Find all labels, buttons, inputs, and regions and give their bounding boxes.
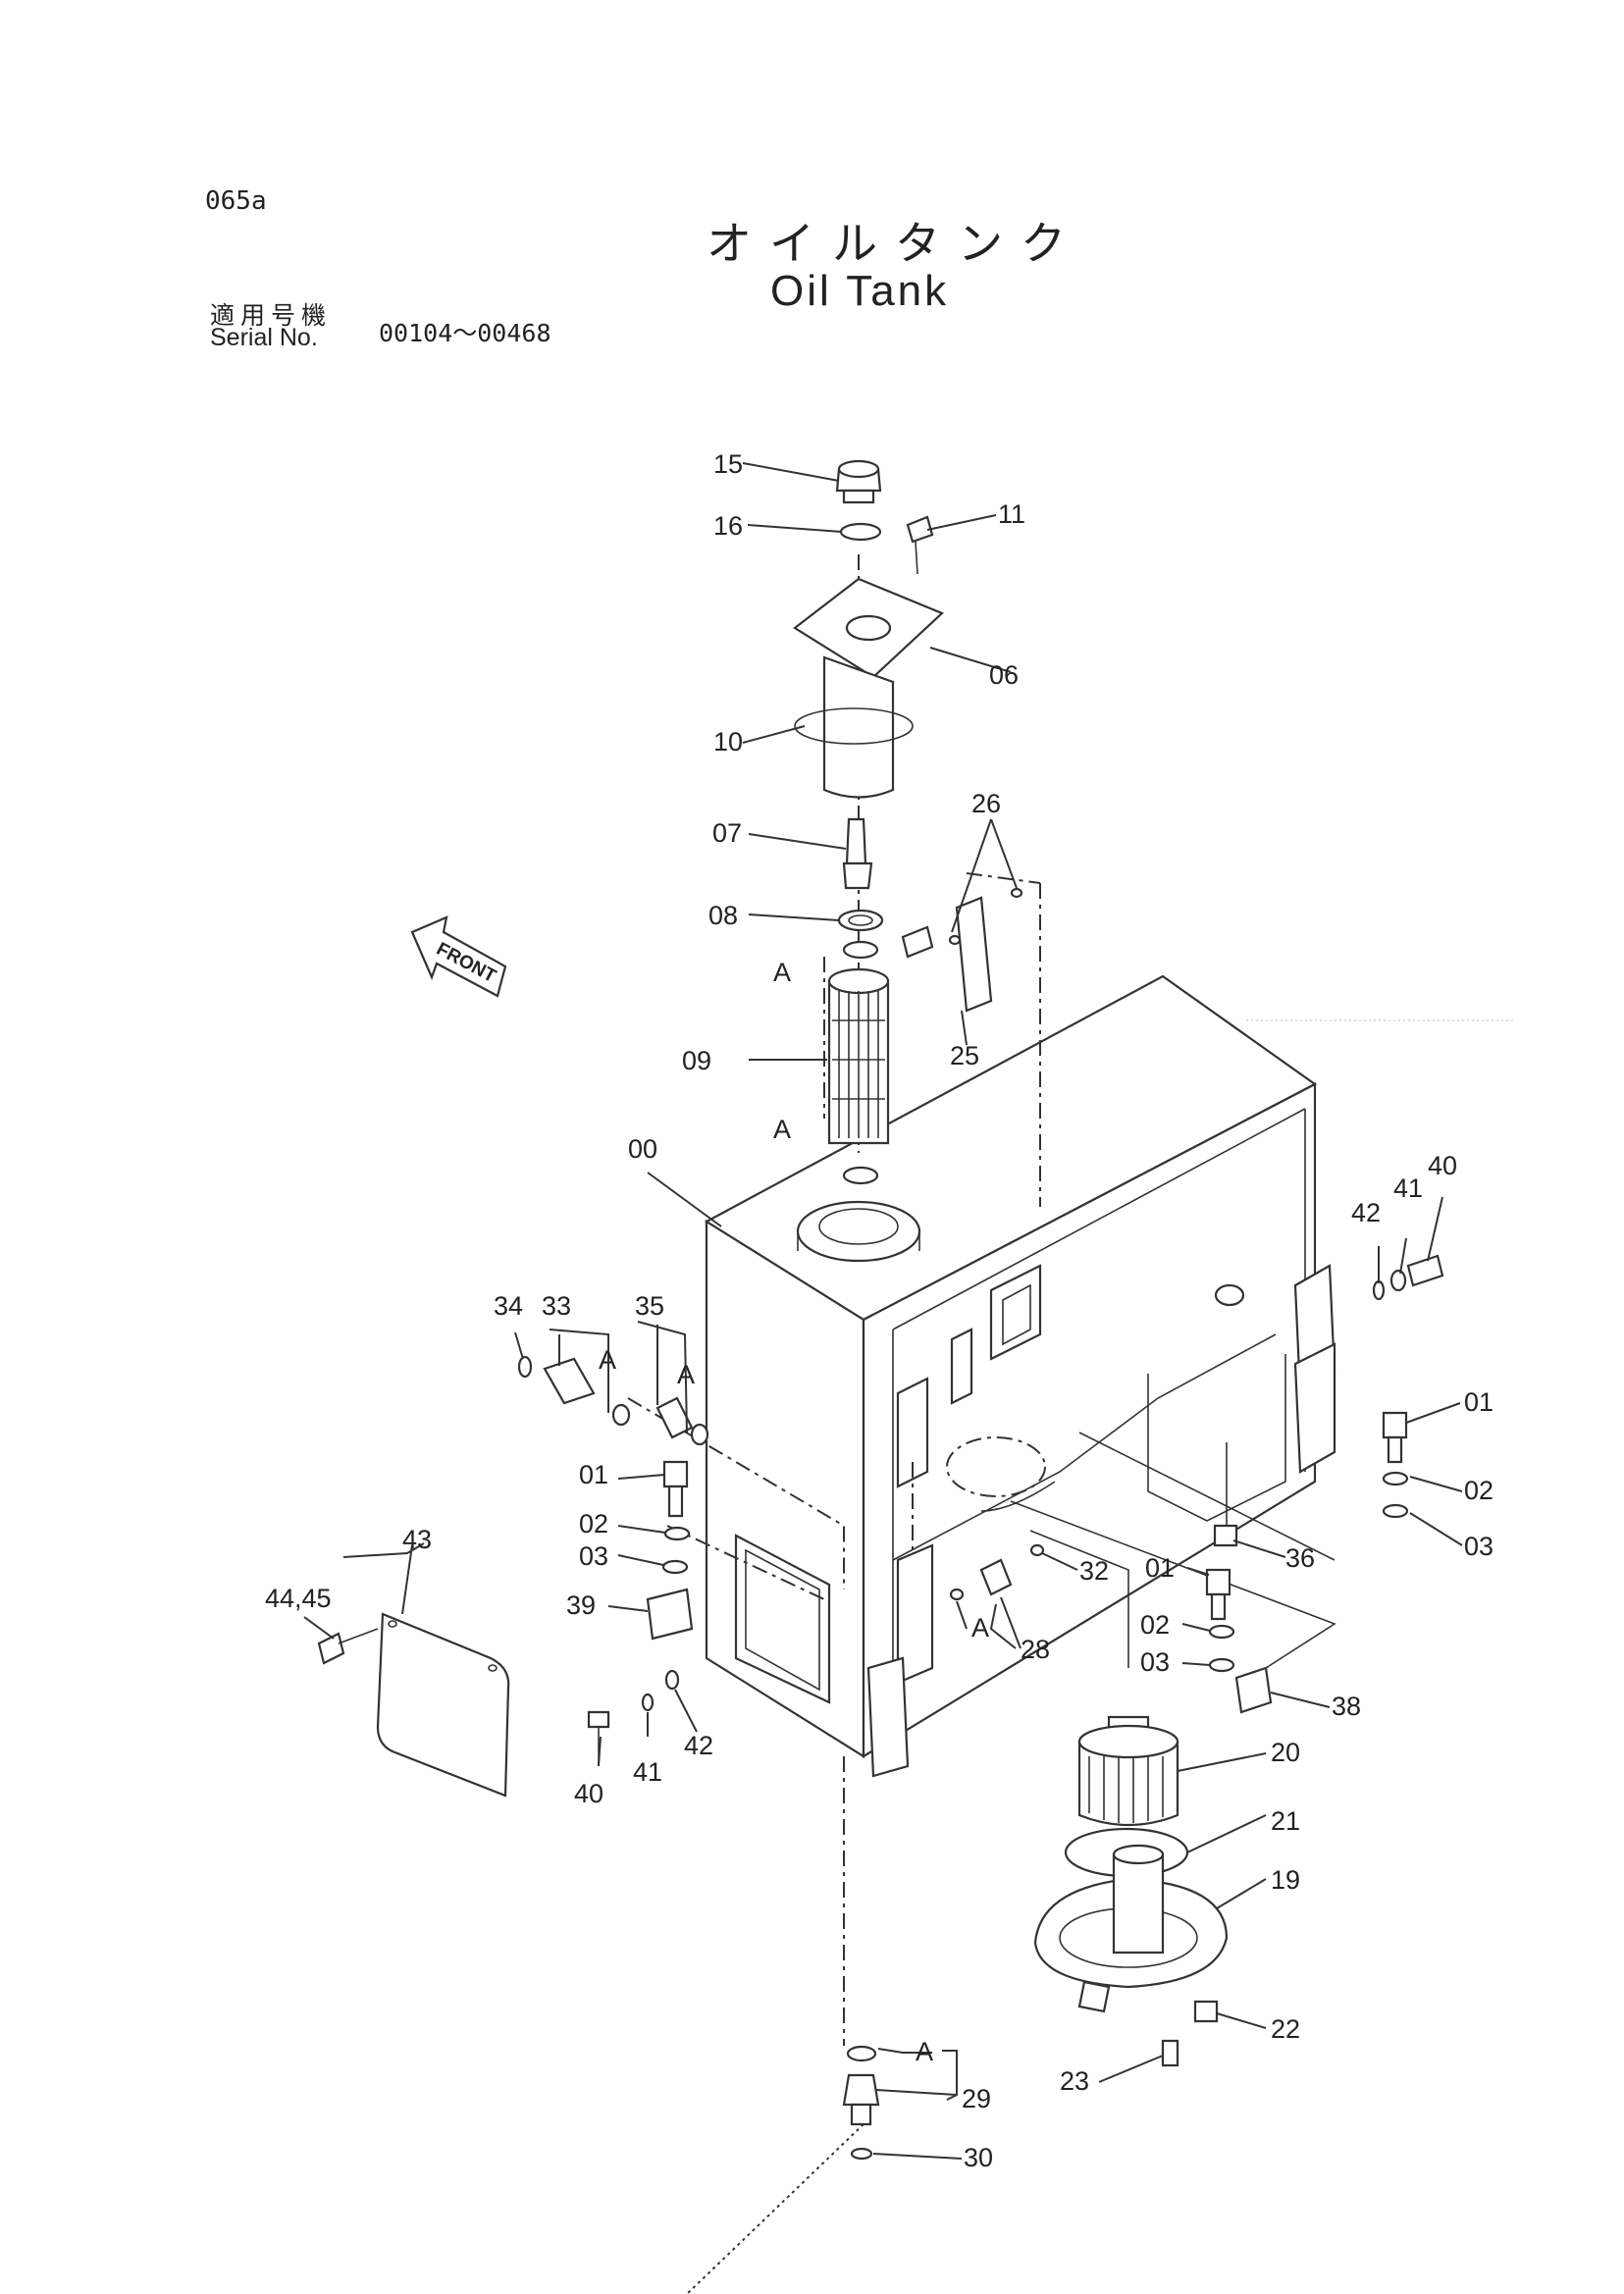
label-01-right: 01 [1464, 1387, 1493, 1417]
label-02-left: 02 [579, 1509, 608, 1538]
label-15: 15 [713, 449, 743, 479]
label-08: 08 [708, 901, 738, 930]
label-a-6: A [916, 2037, 933, 2066]
label-02-right: 02 [1464, 1476, 1493, 1505]
label-25: 25 [950, 1041, 979, 1070]
label-22: 22 [1271, 2014, 1300, 2044]
label-03-mid: 03 [1140, 1647, 1170, 1677]
label-23: 23 [1060, 2066, 1089, 2096]
label-41-right: 41 [1393, 1173, 1423, 1203]
label-11: 11 [998, 499, 1025, 529]
label-40-left: 40 [574, 1779, 603, 1808]
label-32: 32 [1079, 1556, 1109, 1586]
label-21: 21 [1271, 1806, 1300, 1836]
label-a-1: A [773, 958, 791, 987]
serial-label-japanese: 適用号機 [210, 301, 333, 330]
label-00: 00 [628, 1134, 657, 1164]
label-01-left: 01 [579, 1460, 608, 1489]
title-japanese: オイルタンク [707, 217, 1083, 270]
label-42-left: 42 [684, 1731, 713, 1760]
label-16: 16 [713, 511, 743, 541]
label-07: 07 [712, 818, 742, 848]
breather-assembly [793, 459, 1023, 1185]
title-english: Oil Tank [770, 267, 950, 315]
cover-plate [317, 1612, 510, 1798]
label-a-3: A [599, 1345, 616, 1375]
label-20: 20 [1271, 1738, 1300, 1767]
label-44-45: 44,45 [265, 1584, 332, 1613]
label-41-left: 41 [633, 1757, 662, 1787]
label-03-left: 03 [579, 1541, 608, 1571]
label-34: 34 [494, 1291, 523, 1321]
label-03-right: 03 [1464, 1532, 1493, 1561]
serial-range: 00104～00468 [379, 319, 551, 347]
label-a-2: A [773, 1115, 791, 1144]
label-10: 10 [713, 727, 743, 756]
label-28: 28 [1021, 1635, 1050, 1664]
strainer-assembly [1033, 1715, 1229, 2067]
left-fittings [517, 1355, 709, 1766]
serial-label-english: Serial No. [210, 324, 318, 351]
tank-body [704, 974, 1336, 1778]
label-29: 29 [962, 2084, 991, 2113]
label-42-right: 42 [1351, 1198, 1381, 1227]
label-40-right: 40 [1428, 1151, 1457, 1180]
label-a-5: A [971, 1613, 989, 1642]
label-09: 09 [682, 1046, 711, 1075]
label-06: 06 [989, 660, 1019, 690]
drain-plug [686, 2045, 880, 2294]
label-39: 39 [566, 1590, 596, 1620]
front-arrow: FRONT [410, 915, 507, 998]
label-19: 19 [1271, 1865, 1300, 1895]
mid-fasteners [949, 1543, 1273, 1714]
callout-labels: 15 16 11 06 10 07 08 26 A 09 25 A 00 42 … [265, 449, 1493, 2172]
label-35: 35 [635, 1291, 664, 1321]
page-code: 065a [205, 186, 267, 216]
label-33: 33 [542, 1291, 571, 1321]
label-02-mid: 02 [1140, 1610, 1170, 1640]
label-30: 30 [964, 2143, 993, 2172]
label-38: 38 [1332, 1692, 1361, 1721]
label-26: 26 [971, 789, 1001, 818]
label-43: 43 [402, 1525, 432, 1554]
label-a-4: A [677, 1360, 695, 1389]
label-36: 36 [1285, 1543, 1315, 1573]
leader-lines [303, 462, 1463, 2160]
label-01-mid: 01 [1145, 1553, 1175, 1583]
